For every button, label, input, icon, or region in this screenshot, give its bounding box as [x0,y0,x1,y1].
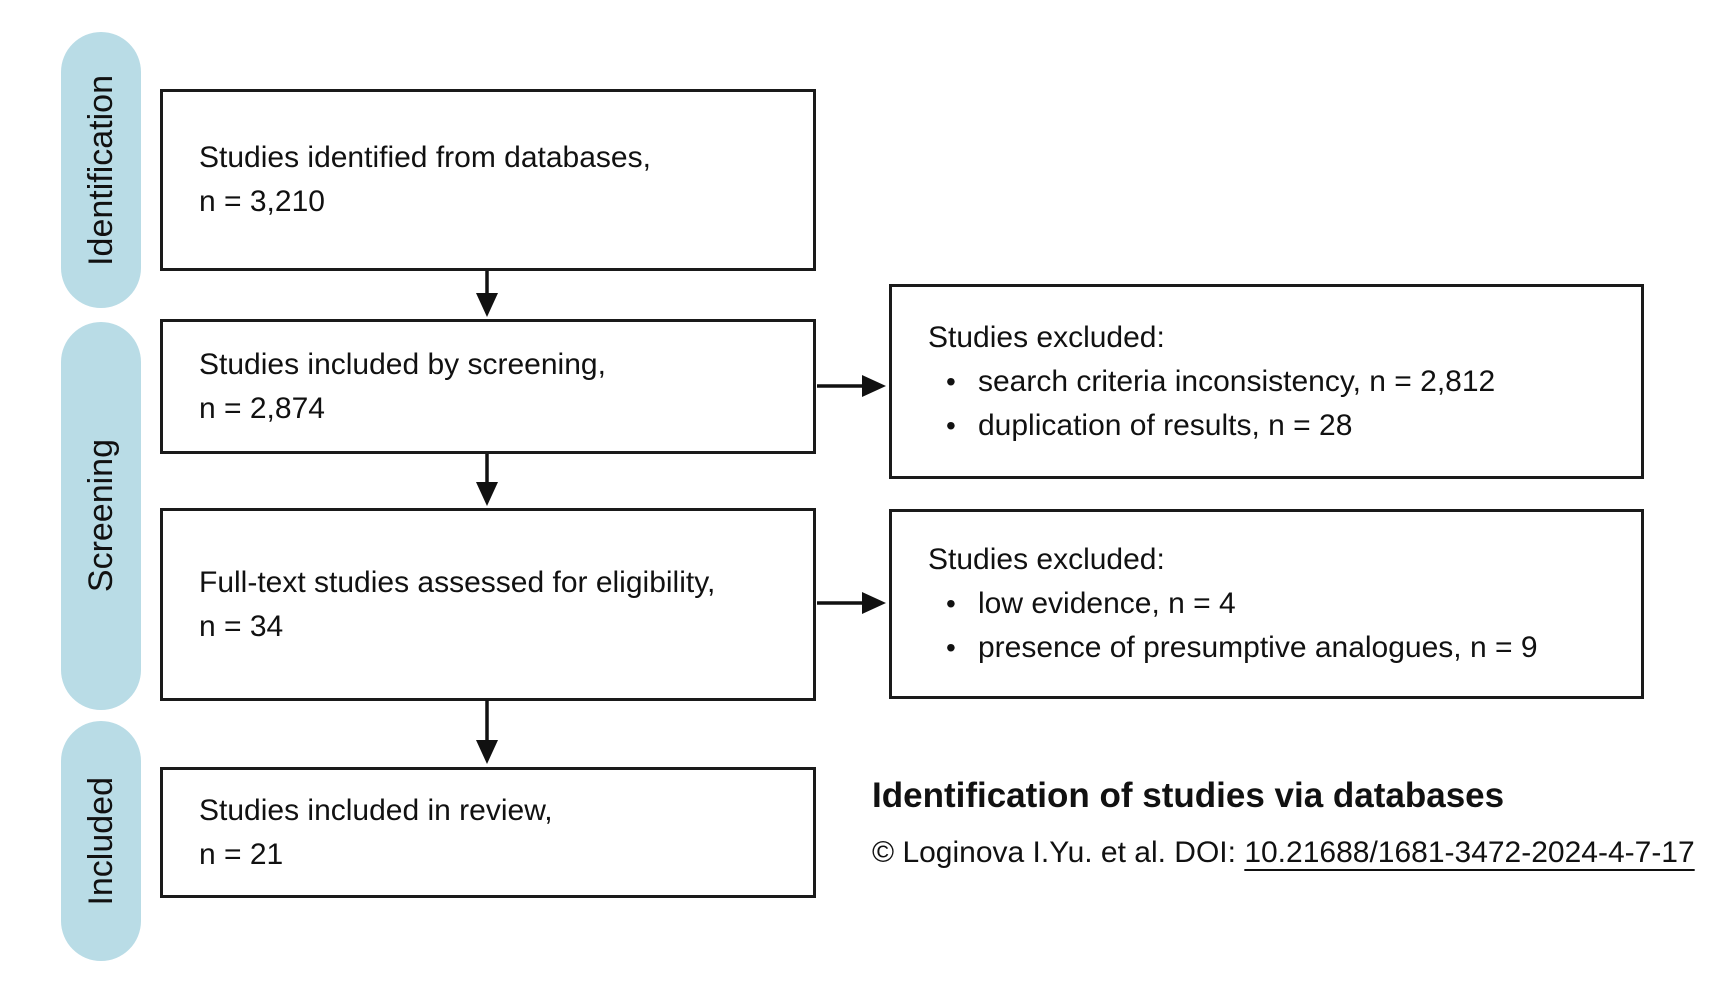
bullet-icon: • [946,365,956,397]
flow-box-included-text: Studies included in review, [199,793,553,827]
exclusion-item-row: • low evidence, n = 4 [928,582,1631,626]
flow-box-identified: Studies identified from databases, n = 3… [160,89,816,271]
exclusion-box-eligibility: Studies excluded: • low evidence, n = 4 … [889,509,1644,699]
arrow-eligibility-to-included [476,700,498,764]
figure-caption-title: Identification of studies via databases [872,776,1505,815]
bullet-icon: • [946,632,956,663]
figure-credit: © Loginova I.Yu. et al. DOI: 10.21688/16… [872,836,1695,870]
flow-box-identified-count: n = 3,210 [199,185,325,218]
exclusion-box-screening-title: Studies excluded: [928,320,1165,354]
exclusion-item: duplication of results, n = 28 [978,408,1353,442]
exclusion-item-row: • duplication of results, n = 28 [928,404,1631,448]
stage-pill-included: Included [61,721,141,961]
exclusion-item-row: • presence of presumptive analogues, n =… [928,626,1631,670]
flow-box-eligibility: Full-text studies assessed for eligibili… [160,508,816,701]
stage-pill-identification: Identification [61,32,141,308]
flow-box-included: Studies included in review, n = 21 [160,767,816,898]
credit-text: © Loginova I.Yu. et al. DOI: [872,836,1245,869]
flow-box-screened-count: n = 2,874 [199,391,325,425]
stage-label-identification: Identification [81,74,120,266]
flow-box-included-count: n = 21 [199,837,284,871]
arrow-screened-to-excluded [817,375,886,397]
exclusion-box-eligibility-title: Studies excluded: [928,543,1165,576]
stage-label-screening: Screening [81,439,120,593]
flow-box-screened: Studies included by screening, n = 2,874 [160,319,816,454]
flow-box-screened-text: Studies included by screening, [199,347,606,381]
stage-label-included: Included [81,776,120,906]
arrow-eligibility-to-excluded [817,592,886,614]
exclusion-item: search criteria inconsistency, n = 2,812 [978,364,1496,398]
flow-box-eligibility-text: Full-text studies assessed for eligibili… [199,565,716,599]
exclusion-box-screening: Studies excluded: • search criteria inco… [889,284,1644,479]
bullet-icon: • [946,588,956,619]
bullet-icon: • [946,409,956,441]
exclusion-item: low evidence, n = 4 [978,587,1236,620]
flow-box-identified-text: Studies identified from databases, [199,141,651,174]
doi-link[interactable]: 10.21688/1681-3472-2024-4-7-17 [1244,836,1695,869]
arrow-identified-to-screened [476,271,498,317]
arrow-screened-to-eligibility [476,454,498,506]
stage-pill-screening: Screening [61,322,141,710]
exclusion-item-row: • search criteria inconsistency, n = 2,8… [928,360,1631,404]
flow-box-eligibility-count: n = 34 [199,609,284,643]
exclusion-item: presence of presumptive analogues, n = 9 [978,631,1538,664]
